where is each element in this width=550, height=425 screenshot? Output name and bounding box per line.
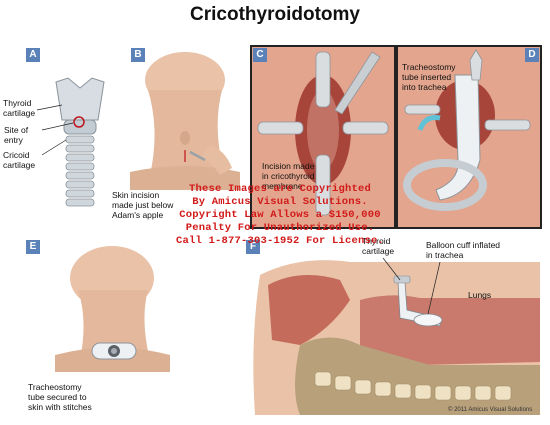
- panel-letter-b: B: [131, 48, 145, 62]
- watermark-line-4: Penalty For Unauthorized Use.: [185, 222, 375, 234]
- panel-letter-a: A: [26, 48, 40, 62]
- incision-illustration: [252, 47, 394, 227]
- copyright-watermark: These Images are Copyrighted By Amicus V…: [160, 183, 400, 248]
- panel-letter-f: F: [246, 240, 260, 254]
- watermark-line-5: Call 1-877-303-1952 For License.: [175, 235, 385, 247]
- secured-tube-illustration: [55, 246, 170, 372]
- site-of-entry-marker: [73, 116, 85, 128]
- watermark-line-2: By Amicus Visual Solutions.: [192, 196, 368, 208]
- label-thyroid-cartilage-a: Thyroid cartilage: [3, 98, 36, 118]
- label-cricoid-cartilage: Cricoid cartilage: [3, 150, 36, 170]
- panel-letter-d: D: [525, 48, 539, 62]
- watermark-line-1: These Images are Copyrighted: [188, 183, 372, 195]
- label-lungs: Lungs: [468, 290, 492, 300]
- panel-c-frame: [250, 45, 396, 229]
- patient-neck-illustration: [130, 52, 240, 190]
- larynx-illustration: [36, 77, 105, 207]
- tube-insertion-illustration: [398, 47, 540, 227]
- label-thyroid-cartilage-f: Thyroid cartilage: [362, 236, 395, 256]
- page-title: Cricothyroidotomy: [190, 4, 360, 25]
- sagittal-section-illustration: [253, 257, 541, 415]
- panel-letter-c: C: [253, 48, 267, 62]
- panel-letter-e: E: [26, 240, 40, 254]
- label-balloon-cuff: Balloon cuff inflated in trachea: [426, 240, 501, 260]
- label-cricothyroid-incision: Incision made in cricothyroid membrane: [262, 161, 315, 191]
- label-skin-incision: Skin incision made just below Adam's app…: [112, 190, 174, 220]
- copyright-notice: © 2011 Amicus Visual Solutions: [448, 407, 533, 413]
- panel-d-frame: [396, 45, 542, 229]
- watermark-line-3: Copyright Law Allows a $150,000: [179, 209, 381, 221]
- label-tube-secured: Tracheostomy tube secured to skin with s…: [28, 382, 92, 412]
- label-tube-inserted: Tracheostomy tube inserted into trachea: [402, 62, 456, 92]
- label-site-of-entry: Site of entry: [4, 125, 29, 145]
